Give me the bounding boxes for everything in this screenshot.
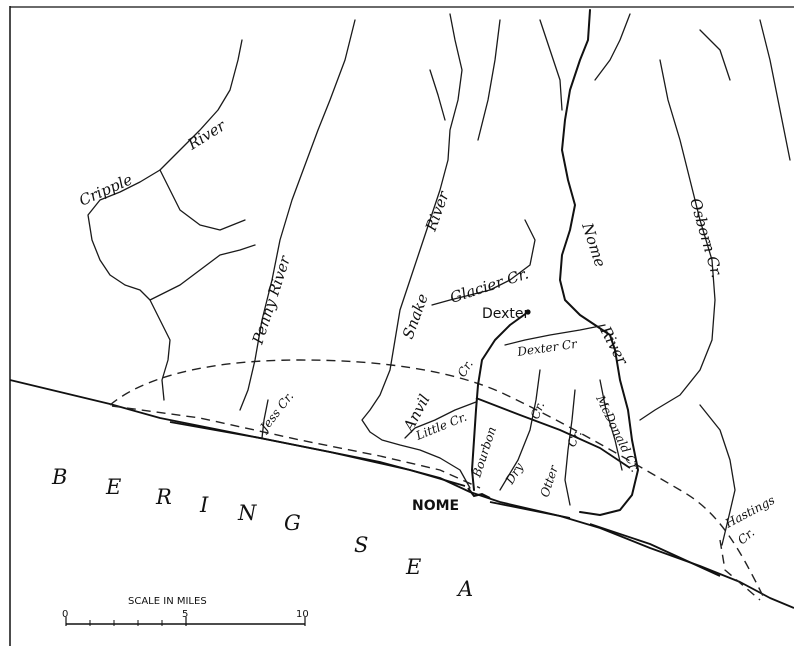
snake-river-label-river: River <box>422 188 453 234</box>
osborn-creek-label: Osborn Cr. <box>686 196 726 280</box>
nome-river-tributary <box>539 19 563 111</box>
dashed-trail-east <box>719 539 761 601</box>
otter-creek-label: Otter <box>538 463 562 499</box>
dry-creek-label: Dry <box>502 460 526 487</box>
anvil-creek-label-cr: Cr. <box>455 357 476 379</box>
snake-river-tributary <box>429 69 446 121</box>
scale-title: SCALE IN MILES <box>128 596 207 607</box>
scale-label-10: 10 <box>296 609 309 620</box>
osborn-creek <box>639 59 716 421</box>
nome-river-label: Nome <box>578 220 609 270</box>
dashed-trail-arc <box>109 359 766 601</box>
snake-river <box>361 13 471 489</box>
scale-label-0: 0 <box>62 609 68 620</box>
cripple-river-tributary <box>149 244 256 301</box>
sea-letter-1: B <box>51 465 67 489</box>
nome-river-north-branch <box>594 13 631 81</box>
dry-creek-label-cr: Cr. <box>528 400 548 421</box>
dexter-label: Dexter <box>482 306 530 322</box>
scale-bar: SCALE IN MILES 0 5 10 <box>62 596 309 626</box>
sea-letter-3: R <box>155 485 172 509</box>
osborn-tributary-east <box>759 19 791 161</box>
cripple-river <box>87 39 243 401</box>
sea-letter-4: I <box>199 493 209 517</box>
nome-town-marker <box>467 487 491 499</box>
hastings-creek-label-cr: Cr. <box>735 525 757 547</box>
hastings-creek <box>699 404 736 546</box>
sea-letter-9: A <box>456 577 473 601</box>
nome-town-label: NOME <box>412 498 459 514</box>
sea-letter-8: E <box>405 555 421 579</box>
otter-creek <box>564 389 576 506</box>
sea-letter-2: E <box>105 475 121 499</box>
little-creek <box>404 401 477 439</box>
sea-letter-6: G <box>284 511 301 535</box>
coastline <box>9 379 794 609</box>
cripple-river-label: Cripple <box>76 170 135 209</box>
dry-creek <box>499 369 541 491</box>
jess-creek-label: Jess Cr. <box>255 389 296 436</box>
beach-line-east <box>489 501 571 519</box>
nome-river <box>559 9 639 516</box>
snake-river-east-branch <box>477 19 501 141</box>
beach-line <box>169 421 466 487</box>
anvil-creek <box>471 311 529 491</box>
cripple-river-branch <box>159 169 246 231</box>
dexter-point-marker <box>525 309 531 315</box>
sea-letter-5: N <box>237 501 257 525</box>
jess-creek <box>261 399 269 439</box>
sea-letter-7: S <box>354 533 368 557</box>
penny-river <box>239 19 356 411</box>
beach-line-southeast <box>589 523 721 577</box>
dashed-trail-coast <box>111 405 481 489</box>
mcdonald-creek-label: McDonald Cr. <box>593 392 643 474</box>
nome-river-label-river: River <box>596 323 632 369</box>
dexter-creek <box>504 324 606 346</box>
glacier-creek-label: Glacier Cr. <box>448 264 531 306</box>
osborn-tributary-north <box>699 29 731 81</box>
mcdonald-creek <box>599 379 623 471</box>
otter-creek-label-cr: Cr. <box>564 427 585 449</box>
railroad <box>475 397 631 469</box>
scale-label-5: 5 <box>182 609 188 620</box>
glacier-creek <box>431 219 536 306</box>
penny-river-label: Penny River <box>248 253 294 347</box>
